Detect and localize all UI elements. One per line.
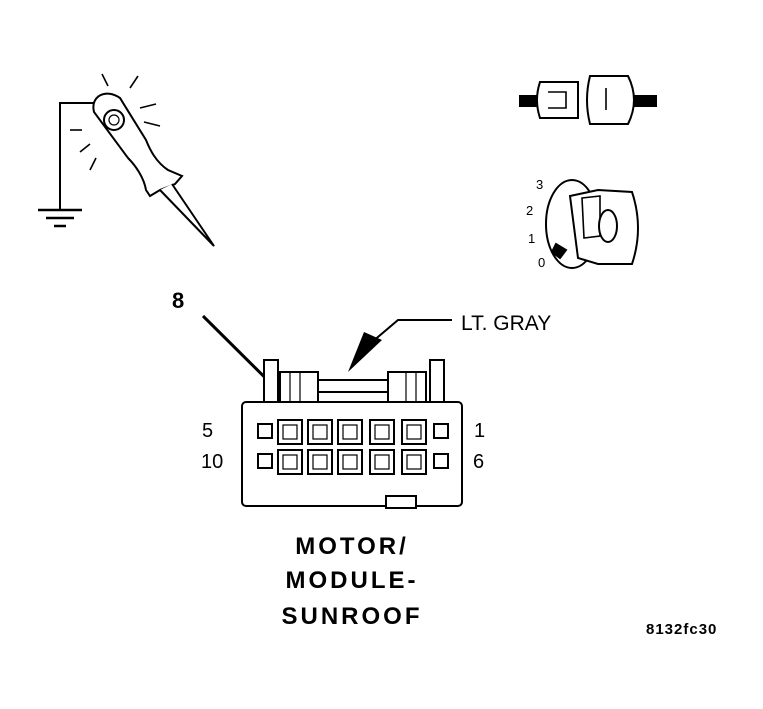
pin-callout-number: 8 <box>172 288 184 313</box>
wire-label-arrowhead <box>348 332 382 372</box>
figure-code: 8132fc30 <box>646 621 717 638</box>
wire-label-leader <box>371 319 452 343</box>
pin-label-5: 5 <box>202 420 213 442</box>
pin-cavity-row-top <box>257 419 449 445</box>
disconnected-connector-icon <box>519 75 657 125</box>
ignition-switch-icon <box>545 179 639 269</box>
component-name-line-3: SUNROOF <box>282 603 423 630</box>
component-name-line-2: MODULE- <box>286 567 419 594</box>
pin-label-10: 10 <box>201 451 223 473</box>
ignition-position-0: 0 <box>538 255 545 270</box>
pin-label-6: 6 <box>473 451 484 473</box>
ignition-position-2: 2 <box>526 203 533 218</box>
test-light-icon <box>38 73 215 247</box>
pin-label-1: 1 <box>474 420 485 442</box>
ignition-position-1: 1 <box>528 231 535 246</box>
component-name-line-1: MOTOR/ <box>295 533 409 560</box>
wire-color-label: LT. GRAY <box>461 312 551 335</box>
ignition-position-3: 3 <box>536 177 543 192</box>
pin-cavity-row-bottom <box>257 449 449 475</box>
